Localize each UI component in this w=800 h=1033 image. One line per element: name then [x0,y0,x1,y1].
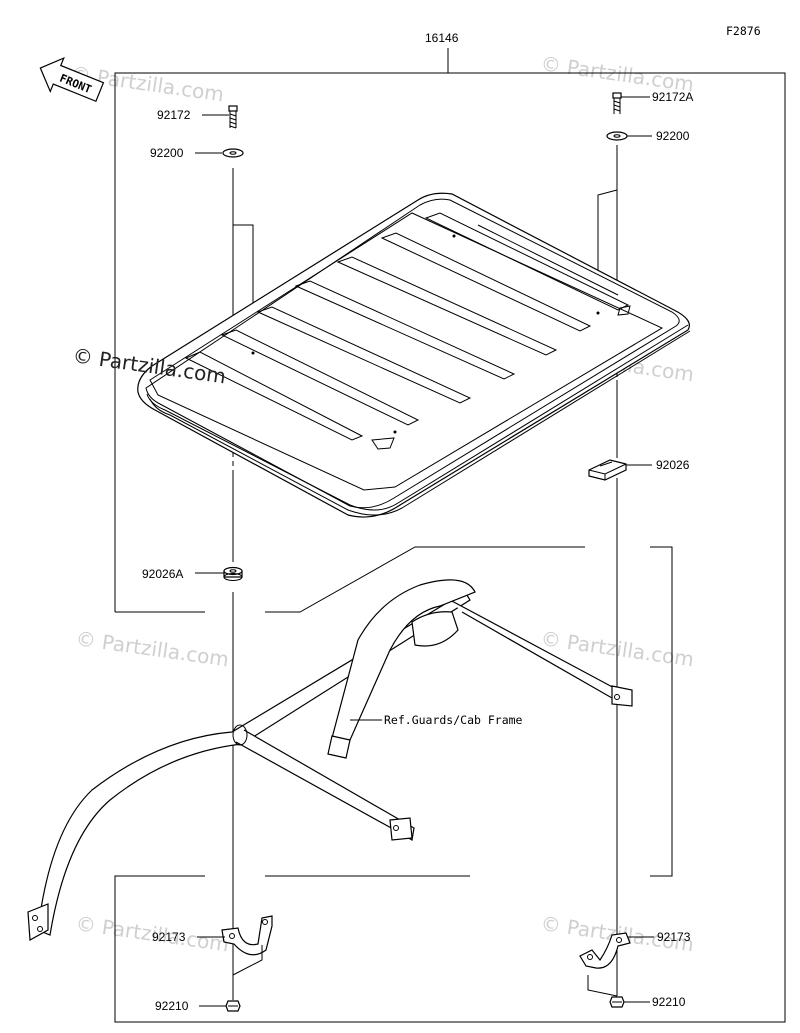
label-clamp-right[interactable]: 92173 [657,930,691,944]
label-washer-right[interactable]: 92200 [656,129,690,143]
spacer-left[interactable] [223,566,243,581]
washer-left[interactable] [222,148,244,158]
front-direction-badge: FRONT [39,56,105,103]
reference-note: Ref.Guards/Cab Frame [384,713,523,727]
watermark: © Partzilla.com [74,626,230,671]
spacer-right[interactable] [588,459,627,481]
frame-group-line [265,546,585,613]
washer-right[interactable] [606,131,628,141]
cab-frame[interactable] [27,579,633,941]
label-clamp-left[interactable]: 92173 [152,930,186,944]
roof-panel[interactable] [137,192,691,518]
nut-right[interactable] [609,996,625,1008]
clamp-left[interactable] [221,915,273,956]
label-spacer-right[interactable]: 92026 [656,458,690,472]
label-spacer-left[interactable]: 92026A [142,567,183,581]
front-arrow-icon [39,56,105,103]
label-nut-left[interactable]: 92210 [155,999,189,1013]
clamp-right[interactable] [579,932,631,969]
label-bolt-right[interactable]: 92172A [652,90,693,104]
figure-code: F2876 [726,24,761,38]
assembly-number[interactable]: 16146 [425,31,459,45]
nut-left[interactable] [225,1000,241,1012]
roof-ribs [184,212,631,450]
bolt-right[interactable] [612,92,622,114]
label-washer-left[interactable]: 92200 [150,146,184,160]
assembly-bracket [114,72,786,1023]
label-bolt-left[interactable]: 92172 [157,108,191,122]
label-nut-right[interactable]: 92210 [652,995,686,1009]
bolt-left[interactable] [228,105,238,129]
